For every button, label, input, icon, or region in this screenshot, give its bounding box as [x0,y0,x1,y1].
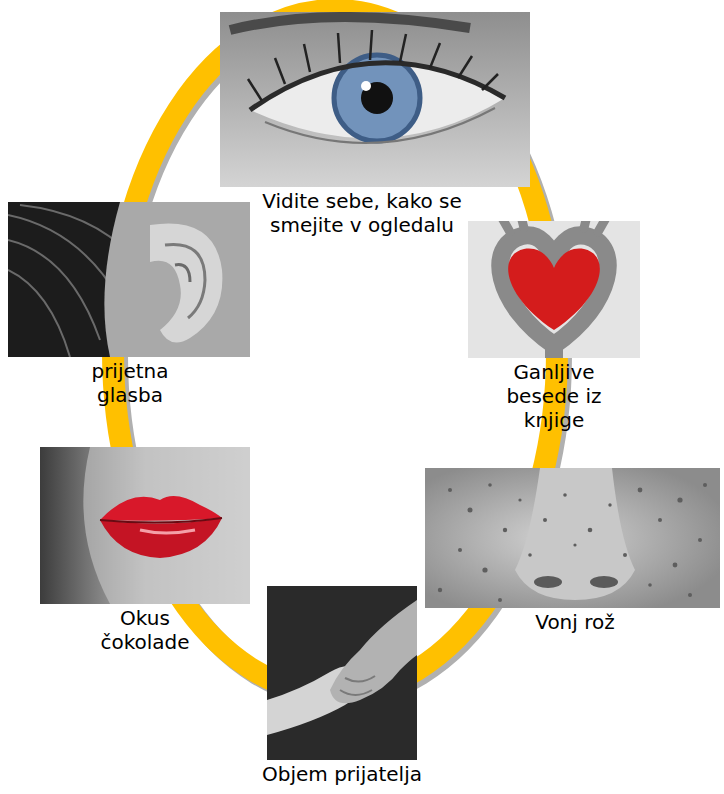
caption-text: Objem prijatelja [212,762,472,786]
heart-hands-photo [468,221,640,358]
nose-photo-part [425,468,720,608]
nose-photo-part-part [673,563,678,568]
photo-frame [8,202,250,359]
photo-node: Okus čokolade [40,447,250,654]
nose-photo-part-part [498,598,502,602]
lips-photo-part [100,518,222,558]
hands-photo [267,586,417,760]
photo-node: Objem prijatelja [267,586,417,786]
eye-photo [220,12,530,187]
nose-photo-part-part [528,553,532,557]
nose-photo-part [438,483,707,602]
heart-hands-photo-part [508,249,600,330]
lips-photo-part [140,530,195,533]
eye-photo-part [265,108,495,143]
photo-frame [40,447,250,606]
nose-photo-part-part [543,518,547,522]
nose-photo-part-part [468,508,473,513]
nose-photo-part-part [488,483,492,487]
photo-frame [425,468,720,610]
heart-hands-photo-part [500,235,607,345]
nose-photo-part [590,576,618,588]
ear-photo [8,202,250,357]
nose-photo-part-part [563,493,567,497]
nose-photo-part-part [623,553,627,557]
nose-photo-part-part [588,528,593,533]
eye-photo-part [361,81,371,91]
nose-photo-part [534,576,562,588]
ear-photo-part [8,202,250,357]
nose-photo-part-part [458,548,462,552]
caption-text: Vonj rož [495,610,655,634]
photo-frame [220,12,530,189]
nose-photo-part-part [503,528,507,532]
nose-photo-part-part [518,498,521,501]
heart-hands-photo-part [468,221,640,358]
nose-photo-part-part [438,588,442,592]
nose-photo [425,468,720,608]
lips-photo-part [100,518,222,523]
lips-photo [40,447,250,604]
photo-frame [267,586,417,762]
nose-photo-part-part [608,503,611,506]
eye-photo-part [248,30,498,101]
photo-frame [468,221,640,360]
heart-hands-photo-part [545,345,563,358]
nose-photo-part-part [658,518,662,522]
photo-node: prijetna glasba [8,202,250,407]
lips-photo-part [100,496,222,521]
lips-photo-part [83,447,250,604]
caption-text: prijetna glasba [70,359,190,407]
hands-photo-part [330,600,417,703]
nose-photo-part-part [648,583,652,587]
ear-photo-part [150,223,222,342]
hands-photo-part [340,676,375,695]
caption-text: Vidite sebe, kako se smejite v ogledalu [262,189,462,237]
photo-node: Ganljive besede iz knjige [468,221,640,432]
nose-photo-part-part [698,538,702,542]
eye-photo-part [361,82,393,114]
lips-photo-part [40,447,250,604]
ear-photo-part [104,202,250,357]
photo-node: Vonj rož [425,468,720,634]
eye-photo-part [230,17,470,30]
nose-photo-part-part [688,593,692,597]
nose-photo-part-part [573,543,576,546]
nose-photo-part-part [703,483,707,487]
heart-hands-photo-part [502,221,606,232]
eye-photo-part [250,63,505,110]
photo-node: Vidite sebe, kako se smejite v ogledalu [220,12,530,237]
nose-photo-part [515,468,635,600]
eye-photo-part [220,12,530,187]
nose-photo-part-part [482,567,487,572]
nose-photo-part-part [638,488,643,493]
nose-photo-part-part [677,497,682,502]
nose-photo-part-part [448,488,452,492]
ear-photo-part [165,244,205,318]
caption-text: Ganljive besede iz knjige [484,360,624,432]
hands-photo-part [267,586,417,760]
ear-photo-part [175,265,190,282]
caption-text: Okus čokolade [85,606,205,654]
